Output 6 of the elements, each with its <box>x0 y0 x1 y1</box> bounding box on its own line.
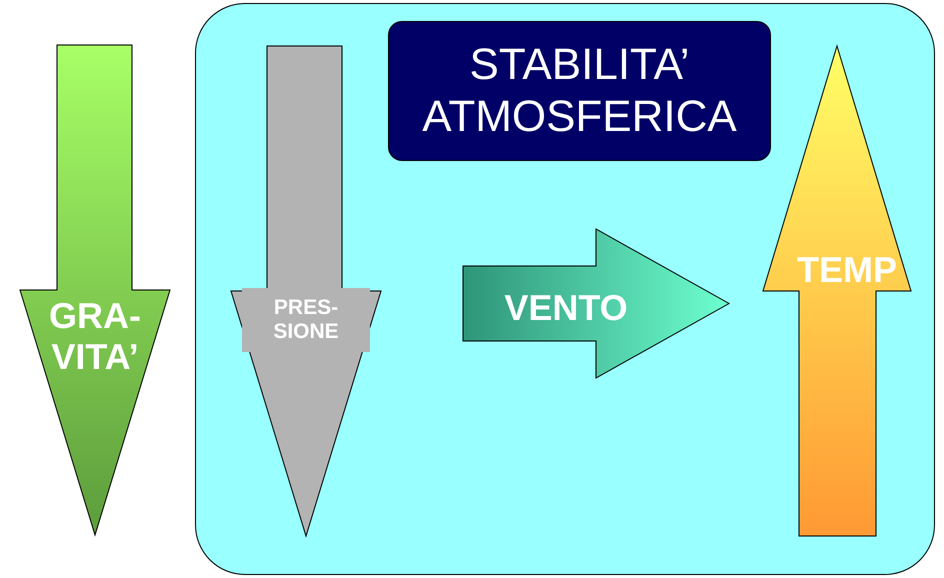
arrow-label: PRES- SIONE <box>242 288 370 352</box>
arrow-label: VENTO <box>503 287 629 328</box>
arrow-label: GRA- VITA’ <box>48 295 142 378</box>
title-banner: STABILITA’ ATMOSFERICA <box>388 21 771 161</box>
arrow-label: TEMP <box>796 249 898 290</box>
panel-background <box>195 3 935 575</box>
